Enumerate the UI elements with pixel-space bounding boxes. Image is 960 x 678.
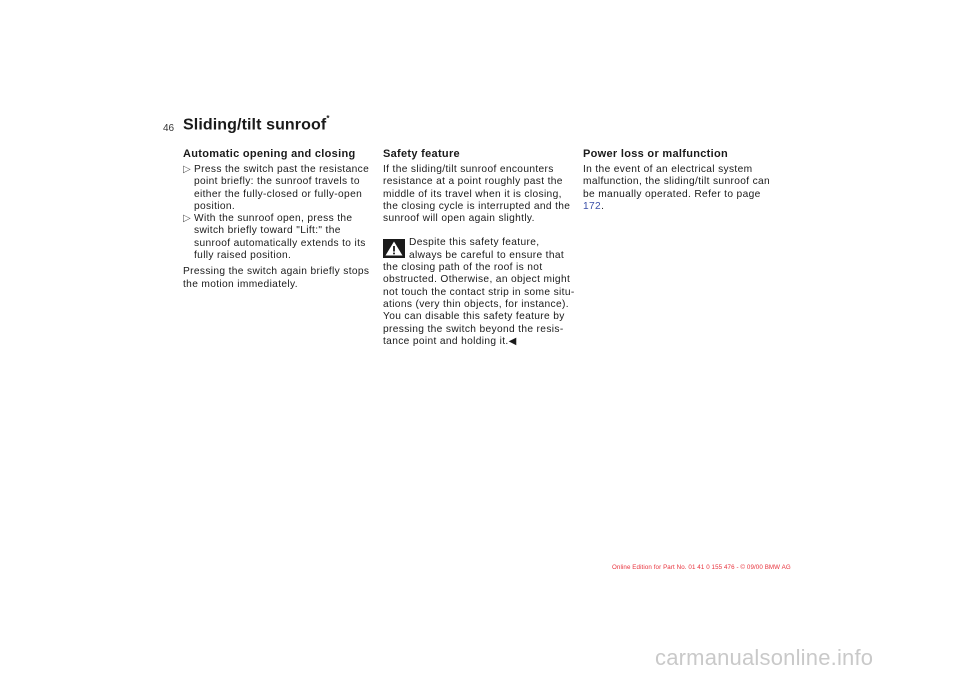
section-heading-power-loss: Power loss or malfunction [583,148,729,160]
bullet-text: Press the switch past the resistance poi… [194,164,370,212]
page-title-text: Sliding/tilt sunroof [183,116,327,134]
paragraph-safety: If the sliding/tilt sunroof encounters r… [383,164,571,225]
list-item: ▷ With the sunroof open, press the switc… [183,213,375,262]
bullet-arrow-icon: ▷ [183,213,192,225]
list-item: ▷ Press the switch past the resistance p… [183,164,375,213]
watermark: carmanualsonline.info [655,645,874,670]
end-marker-icon: ◀ [508,335,517,347]
section-heading-automatic: Automatic opening and closing [183,148,356,160]
footer-edition-note: Online Edition for Part No. 01 41 0 155 … [612,564,791,571]
bullet-text: With the sunroof open, press the switch … [194,213,366,262]
warning-triangle-icon [383,239,405,259]
paragraph-stop-motion: Pressing the switch again briefly stops … [183,266,370,290]
section-power-loss: Power loss or malfunction In the event o… [583,147,775,217]
section-automatic-opening: Automatic opening and closing ▷ Press th… [183,147,375,295]
section-heading-safety: Safety feature [383,148,460,160]
paragraph-text: In the event of an electrical system mal… [583,164,771,200]
warning-note: Despite this safety feature, always be c… [383,237,575,348]
optional-equipment-marker: * [326,114,330,123]
page-reference-link[interactable]: 172 [583,200,602,212]
paragraph-power-loss: In the event of an electrical system mal… [583,164,775,213]
warning-text: Despite this safety feature, always be c… [383,237,575,347]
paragraph-end: . [601,200,605,212]
section-safety-feature: Safety feature If the sliding/tilt sunro… [383,147,575,348]
page-title: Sliding/tilt sunroof* [183,114,330,134]
bullet-arrow-icon: ▷ [183,164,192,175]
page-number: 46 [163,123,175,134]
